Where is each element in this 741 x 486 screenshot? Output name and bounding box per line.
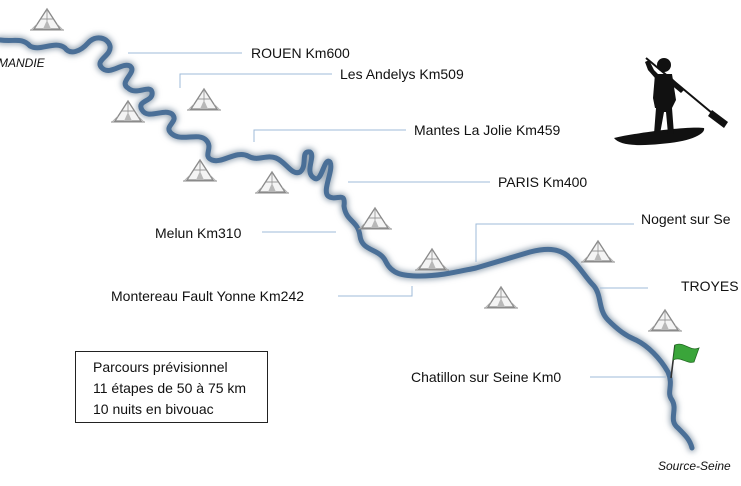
tent-icon: [186, 88, 222, 111]
label-normandie: MANDIE: [0, 56, 46, 70]
label-andelys: Les Andelys Km509: [340, 66, 464, 82]
tent-icon: [483, 286, 519, 309]
legend-box: Parcours prévisionnel 11 étapes de 50 à …: [75, 351, 268, 423]
seine-river: [0, 35, 695, 451]
label-melun: Melun Km310: [155, 225, 242, 241]
paddleboarder-icon: [614, 57, 728, 146]
label-montereau: Montereau Fault Yonne Km242: [111, 288, 304, 304]
label-source: Source-Seine: [658, 459, 731, 473]
tent-icon: [414, 248, 450, 271]
tent-icon: [29, 8, 65, 31]
label-mantes: Mantes La Jolie Km459: [414, 122, 561, 138]
label-paris: PARIS Km400: [498, 174, 587, 190]
legend-line-1: Parcours prévisionnel: [93, 359, 228, 375]
tent-icon: [357, 207, 393, 230]
label-nogent: Nogent sur Se: [641, 211, 731, 227]
legend-line-3: 10 nuits en bivouac: [93, 401, 214, 417]
flag-icon: [670, 343, 700, 379]
label-troyes: TROYES I: [681, 278, 741, 294]
label-chatillon: Chatillon sur Seine Km0: [411, 369, 561, 385]
leader-lines: [128, 52, 666, 378]
tent-icon: [580, 240, 616, 263]
tent-icon: [647, 309, 683, 332]
label-rouen: ROUEN Km600: [251, 45, 350, 61]
legend-line-2: 11 étapes de 50 à 75 km: [93, 380, 247, 396]
tent-icon: [254, 171, 290, 194]
